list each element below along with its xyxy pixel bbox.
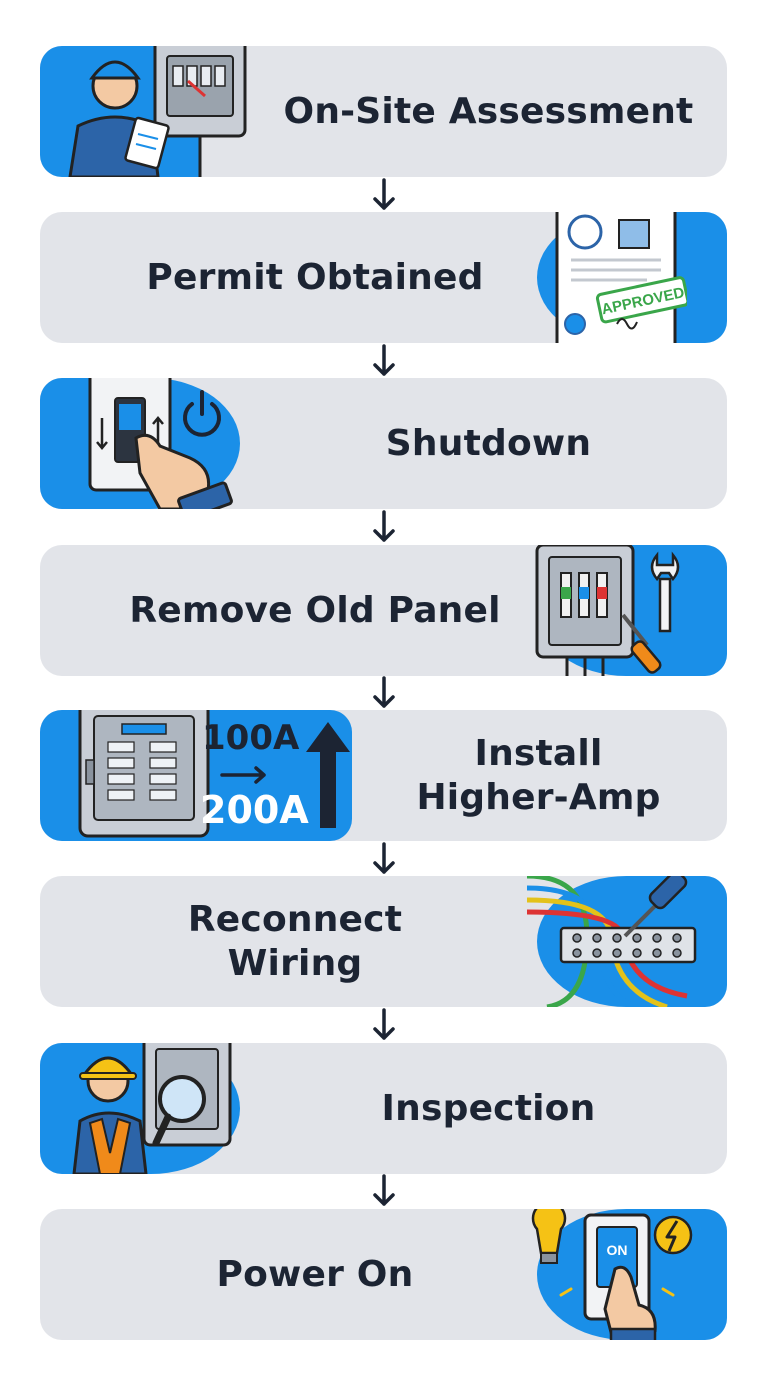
old-panel-and-tools-icon <box>535 545 680 676</box>
step-card-permit-obtained: APPROVED Permit Obtained <box>40 212 727 343</box>
amp-to-text: 200A <box>200 788 309 832</box>
on-switch-text: ON <box>607 1242 628 1258</box>
step-label: Reconnect Wiring <box>60 876 530 1007</box>
down-arrow-icon <box>373 1008 395 1040</box>
step-label: Shutdown <box>385 422 592 464</box>
down-arrow-icon <box>373 1174 395 1206</box>
step-card-reconnect-wiring: Reconnect Wiring <box>40 876 727 1007</box>
amp-from-text: 100A <box>202 718 300 758</box>
down-arrow-icon <box>373 178 395 210</box>
step-card-on-site-assessment: On-Site Assessment <box>40 46 727 177</box>
down-arrow-icon <box>373 676 395 708</box>
inspector-with-magnifier-icon <box>72 1043 232 1174</box>
step-label: Install Higher-Amp <box>370 710 707 841</box>
down-arrow-icon <box>373 344 395 376</box>
right-arrow-icon <box>220 766 266 784</box>
wiring-terminal-icon <box>527 876 697 1007</box>
step-label-line-1: Reconnect <box>187 899 403 941</box>
step-card-power-on: ON Power On <box>40 1209 727 1340</box>
step-label-line-2: Higher-Amp <box>416 776 661 818</box>
approved-permit-document-icon: APPROVED <box>555 212 687 343</box>
new-panel-icon <box>78 710 210 838</box>
step-label: Inspection <box>381 1087 596 1129</box>
step-card-inspection: Inspection <box>40 1043 727 1174</box>
down-arrow-icon <box>373 510 395 542</box>
step-label: Remove Old Panel <box>129 589 501 631</box>
step-label: On-Site Assessment <box>283 90 694 132</box>
power-on-switch-icon: ON <box>531 1209 693 1340</box>
down-arrow-icon <box>373 842 395 874</box>
step-label-line-1: Install <box>474 733 603 775</box>
step-card-shutdown: Shutdown <box>40 378 727 509</box>
technician-checking-panel-icon <box>68 46 247 177</box>
step-label: Permit Obtained <box>146 256 484 298</box>
up-arrow-icon <box>306 722 350 828</box>
step-label: Power On <box>216 1253 414 1295</box>
switch-off-hand-icon <box>88 378 233 509</box>
step-label-line-2: Wiring <box>227 942 363 984</box>
step-card-remove-old-panel: Remove Old Panel <box>40 545 727 676</box>
step-card-install-higher-amp: 100A 200A Install Higher-Amp <box>40 710 727 841</box>
